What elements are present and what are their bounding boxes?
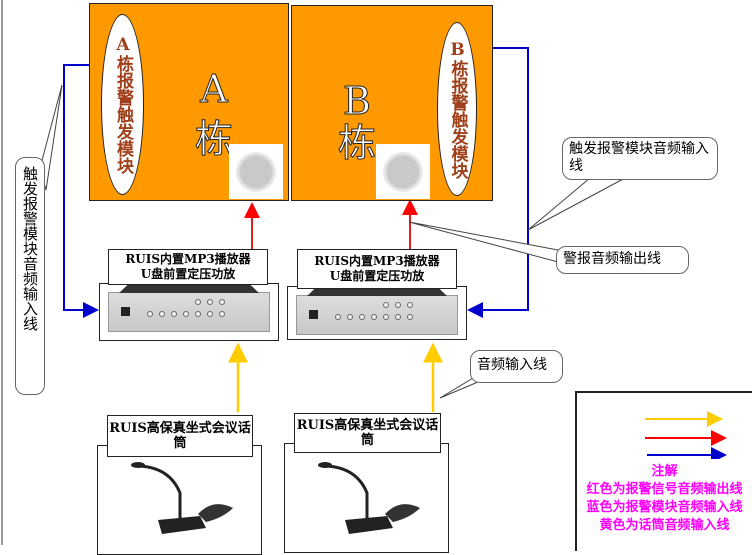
building-a-char: 栋	[194, 117, 233, 162]
amplifier-line1: RUIS内置MP3播放器	[314, 254, 440, 268]
microphone-image	[318, 462, 420, 534]
microphone-a-label: RUIS高保真坐式会议话筒	[107, 415, 253, 457]
speaker-a	[229, 144, 283, 199]
callout-alarm-output: 警报音频输出线	[556, 246, 689, 274]
amplifier-image	[296, 295, 458, 335]
amplifier-line2: U盘前置定压功放	[140, 267, 236, 281]
legend-line-blue: 蓝色为报警模块音频输入线	[586, 500, 743, 515]
amplifier-a-label: RUIS内置MP3播放器 U盘前置定压功放	[108, 249, 268, 285]
legend-title: 注解	[651, 464, 678, 479]
amplifier-line1: RUIS内置MP3播放器	[125, 252, 251, 266]
callout-audio-input: 音频输入线	[470, 350, 563, 383]
building-b-char: 栋	[337, 121, 376, 166]
legend-arrows	[645, 411, 727, 459]
building-a-alarm-module: A栋报警触发模块	[101, 14, 144, 195]
building-b-letter: B	[343, 79, 372, 124]
speaker-b	[376, 144, 430, 199]
microphone-b-label: RUIS高保真坐式会议话筒	[294, 413, 441, 453]
callout-right: 触发报警模块音频输入线	[562, 137, 718, 180]
microphone-image	[131, 462, 233, 534]
building-b-alarm-module: B栋报警触发模块	[437, 22, 477, 196]
microphone-a	[97, 445, 262, 555]
amplifier-a	[99, 283, 279, 341]
microphone-b	[284, 443, 449, 553]
building-a-letter: A	[200, 67, 228, 112]
legend: 注解 红色为报警信号音频输出线 蓝色为报警模块音频输入线 黄色为话筒音频输入线	[575, 391, 752, 551]
legend-line-red: 红色为报警信号音频输出线	[586, 482, 743, 497]
blue-line-b	[467, 47, 529, 318]
amplifier-image	[108, 292, 270, 332]
amplifier-b	[287, 286, 467, 340]
callout-tail-right	[527, 177, 626, 231]
amplifier-line2: U盘前置定压功放	[329, 269, 425, 283]
callout-left: 触发报警模块音频输入线	[15, 157, 45, 395]
legend-line-yellow: 黄色为话筒音频输入线	[599, 518, 730, 533]
page-border-line	[1, 0, 3, 545]
amplifier-b-label: RUIS内置MP3播放器 U盘前置定压功放	[297, 249, 457, 289]
blue-line-a	[63, 64, 102, 318]
